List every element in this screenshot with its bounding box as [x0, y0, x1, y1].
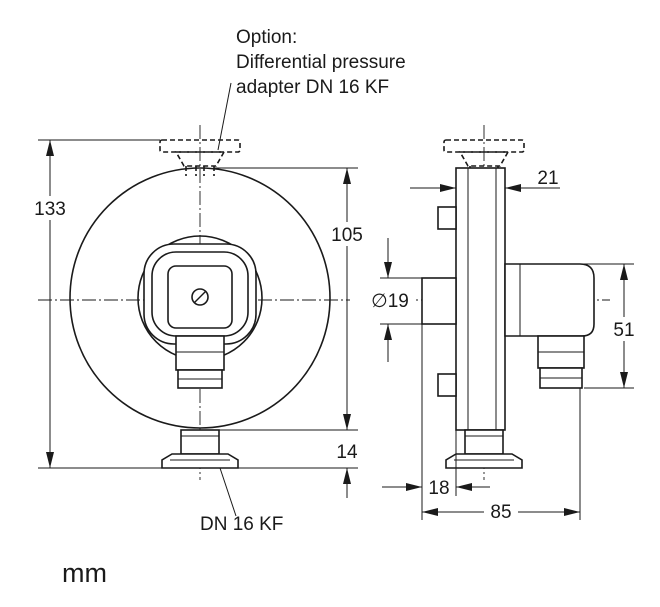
flange-label: DN 16 KF [200, 514, 283, 535]
dimension-14: 14 [336, 442, 358, 463]
dimension-diameter-19: ∅19 [371, 291, 409, 312]
connector-plug [143, 243, 257, 389]
pressure-port [421, 277, 457, 325]
option-description-line1: Differential pressure [236, 52, 406, 73]
dimension-85: 85 [490, 502, 511, 523]
side-body [455, 167, 506, 431]
center-screw [191, 288, 209, 306]
side-view [404, 125, 610, 480]
side-connector [504, 263, 595, 389]
unit-label: mm [62, 558, 107, 588]
option-label: Option: [236, 27, 297, 48]
gauge-housing [69, 167, 331, 429]
side-flange [445, 429, 523, 469]
bottom-flange [161, 429, 239, 469]
dimension-133: 133 [34, 199, 66, 220]
side-dimensions: 21 ∅19 51 18 85 [364, 168, 644, 524]
front-dimensions: 133 105 14 [28, 82, 370, 517]
front-view [38, 125, 350, 480]
dimension-51: 51 [613, 320, 634, 341]
dimension-18: 18 [428, 478, 449, 499]
option-description-line2: adapter DN 16 KF [236, 77, 389, 98]
dimension-21: 21 [537, 168, 558, 189]
dimension-105: 105 [331, 225, 363, 246]
